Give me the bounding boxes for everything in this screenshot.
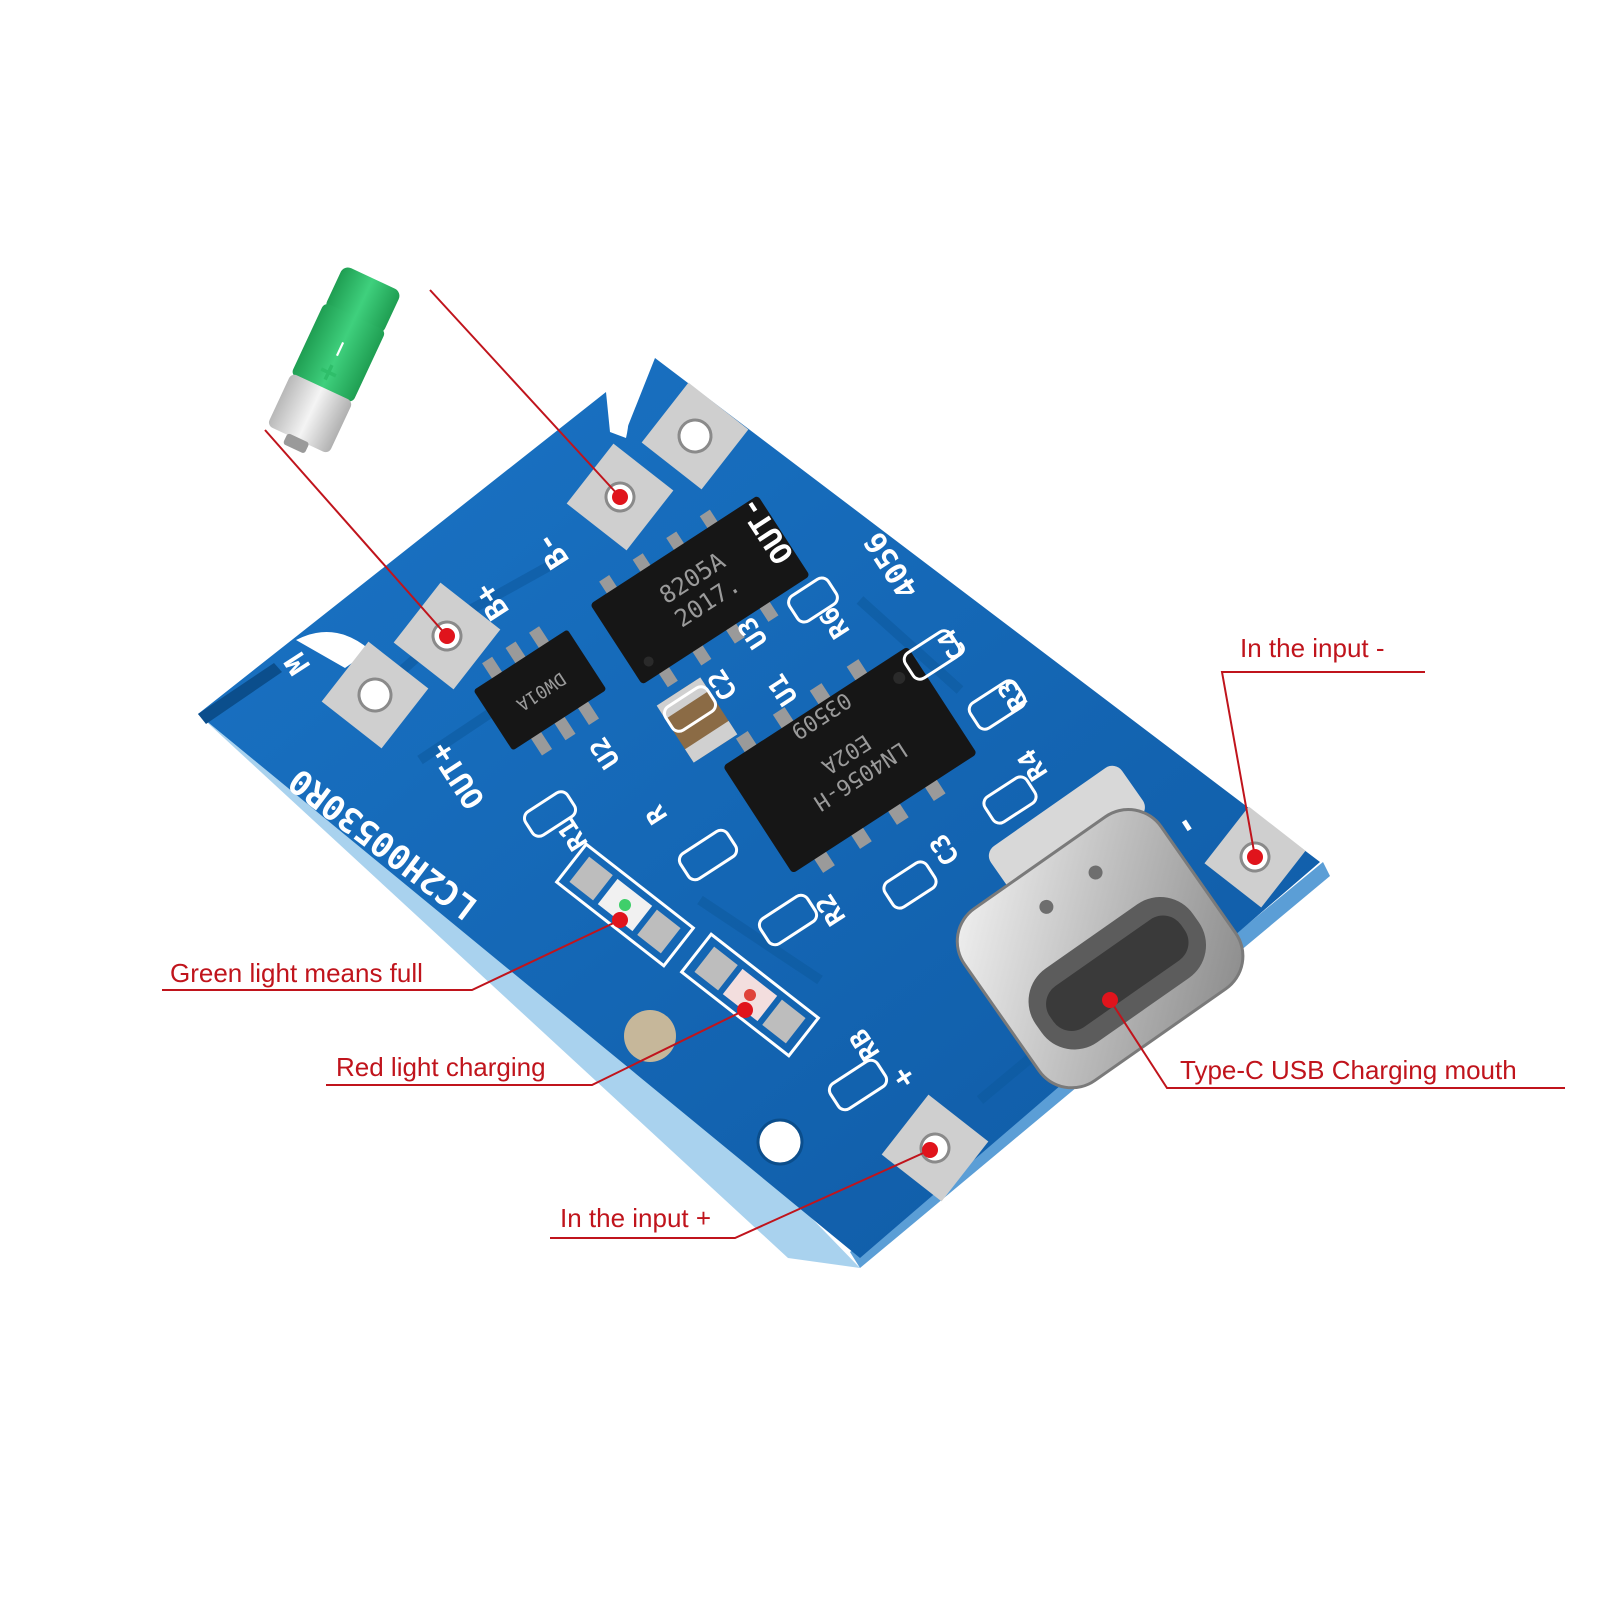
callout-type-c: Type-C USB Charging mouth [1180, 1055, 1517, 1085]
leader-battery-minus [429, 289, 621, 498]
chip-u2: DW01A [474, 626, 606, 756]
footprint-r [677, 828, 739, 882]
leader-input-plus [550, 1149, 931, 1239]
leader-input-minus [1220, 671, 1425, 858]
mounting-hole [756, 1118, 804, 1166]
usb-type-c-connector [955, 765, 1245, 1090]
chip-u1: LN4056-H E02A 03509 [724, 647, 976, 873]
footprint-r5 [787, 576, 839, 624]
callout-dot-input-plus [922, 1142, 938, 1158]
fiducial-dot [624, 1010, 676, 1062]
footprint-c4 [902, 629, 962, 681]
callout-green-light: Green light means full [170, 958, 423, 988]
footprint-rb [827, 1058, 889, 1112]
callout-dot-red-light [737, 1002, 753, 1018]
callout-dot-type-c [1102, 992, 1118, 1008]
callout-dot-battery-plus [439, 628, 455, 644]
callout-dot-battery-minus [612, 489, 628, 505]
leader-green-light [162, 919, 621, 991]
footprint-r2 [757, 893, 819, 947]
footprint-r3 [967, 679, 1027, 731]
callout-input-plus: In the input + [560, 1203, 712, 1233]
battery-icon: − + [268, 267, 400, 453]
callout-input-minus: In the input - [1240, 633, 1385, 663]
chip-u3: 8205A 2017. [591, 496, 809, 688]
callout-dot-green-light [612, 912, 628, 928]
footprint-r1 [522, 790, 578, 838]
callout-red-light: Red light charging [336, 1052, 546, 1082]
leader-type-c [1109, 999, 1565, 1089]
footprint-r4 [982, 775, 1038, 825]
leader-red-light [326, 1009, 746, 1086]
leader-battery-plus [264, 429, 448, 637]
callout-dot-input-minus [1247, 849, 1263, 865]
pad-out-minus [641, 382, 749, 490]
footprint-c3 [882, 860, 938, 910]
footprint-c2 [662, 685, 718, 733]
pad-m [321, 641, 429, 749]
